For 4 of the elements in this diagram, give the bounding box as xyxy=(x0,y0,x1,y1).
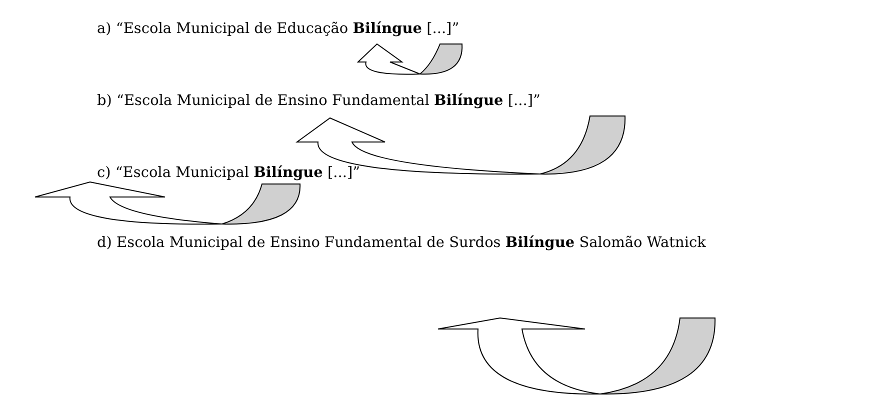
example-sentence: d) Escola Municipal de Ensino Fundamental de Surdos Bilíngue Salomão Watnick xyxy=(96,233,707,253)
example-sentence: c) “Escola Municipal Bilíngue [...]” xyxy=(97,163,362,183)
example-sentence: a) “Escola Municipal de Educação Bilíngue [...]” xyxy=(97,19,460,39)
example-sentence: b) “Escola Municipal de Ensino Fundamental Bilíngue [...]” xyxy=(97,91,542,111)
